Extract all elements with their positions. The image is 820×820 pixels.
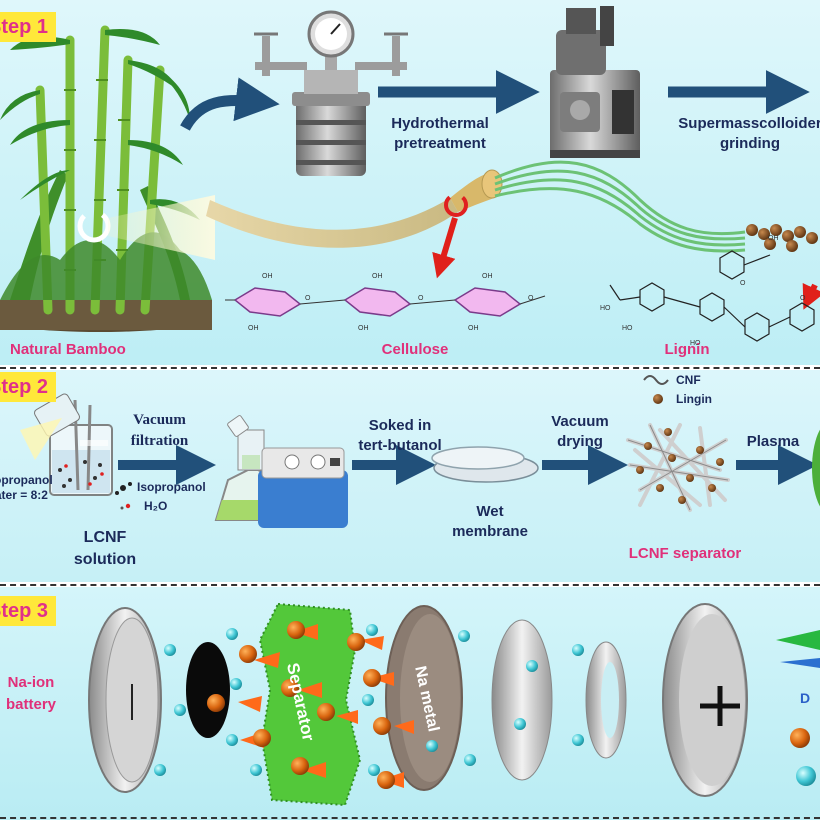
cellulose-structure bbox=[225, 287, 546, 317]
ratio-line2: Water = 8:2 bbox=[0, 488, 48, 502]
cellulose-label: Cellulose bbox=[381, 341, 449, 358]
filtration-illustration bbox=[214, 415, 348, 528]
fiber-illustration bbox=[206, 160, 820, 310]
hydrothermal-label: Hydrothermal pretreatment bbox=[391, 115, 489, 152]
svg-text:OH: OH bbox=[372, 273, 383, 280]
molecule-icons bbox=[115, 482, 132, 510]
svg-text:O: O bbox=[800, 295, 806, 302]
svg-text:OH: OH bbox=[248, 325, 259, 332]
step3-badge: Step 3 bbox=[0, 596, 57, 626]
wet-membrane-label: Wet membrane bbox=[452, 503, 528, 540]
natural-bamboo-label: Natural Bamboo bbox=[10, 341, 126, 358]
beaker-illustration bbox=[20, 393, 113, 496]
battery-exploded-view bbox=[88, 602, 820, 807]
svg-text:HO: HO bbox=[690, 340, 701, 347]
grinding-label: Supermasscolloider grinding bbox=[678, 115, 820, 152]
svg-text:HO: HO bbox=[622, 325, 633, 332]
svg-text:O: O bbox=[528, 295, 534, 302]
battery-label: Na-ion battery bbox=[5, 674, 57, 713]
isopropanol-label: Isopropanol bbox=[137, 480, 206, 494]
ratio-line1: Isopropanol bbox=[0, 473, 53, 487]
separator-network bbox=[626, 423, 730, 512]
cellulose-labels: OH OH OH OH OH OH O O O bbox=[248, 273, 534, 332]
lcnf-solution-label: LCNF solution bbox=[73, 529, 137, 568]
vacuum-drying-label: Vacuum drying bbox=[551, 413, 609, 450]
svg-text:OH: OH bbox=[358, 325, 369, 332]
soaked-label: Soked in tert-butanol bbox=[358, 417, 442, 454]
autoclave-illustration bbox=[254, 10, 408, 176]
membrane-illustration bbox=[431, 446, 539, 483]
bamboo-illustration bbox=[0, 25, 215, 332]
svg-text:HO: HO bbox=[600, 305, 611, 312]
legend-cnf: CNF bbox=[676, 373, 701, 387]
svg-text:O: O bbox=[305, 295, 311, 302]
divider-1 bbox=[0, 367, 820, 369]
plasma-label: Plasma bbox=[746, 433, 800, 450]
plasma-separator bbox=[812, 429, 820, 507]
h2o-label: H₂O bbox=[144, 499, 168, 513]
edge-label: D bbox=[800, 690, 811, 706]
legend-lignin: Lingin bbox=[676, 392, 712, 406]
divider-2 bbox=[0, 584, 820, 586]
lignin-structure bbox=[609, 250, 815, 342]
svg-text:O: O bbox=[740, 280, 746, 287]
lcnf-separator-label: LCNF separator bbox=[628, 545, 742, 562]
svg-text:OH: OH bbox=[768, 235, 779, 242]
legend-markers bbox=[643, 375, 669, 404]
grinder-illustration bbox=[550, 6, 640, 158]
step1-badge: Step 1 bbox=[0, 12, 57, 42]
svg-text:OH: OH bbox=[468, 325, 479, 332]
svg-text:OH: OH bbox=[262, 273, 273, 280]
divider-bottom bbox=[0, 817, 820, 819]
svg-text:OH: OH bbox=[482, 273, 493, 280]
vacuum-filtration-label: Vacuum filtration bbox=[130, 412, 189, 449]
ion-particles bbox=[154, 621, 816, 789]
step2-badge: Step 2 bbox=[0, 372, 57, 402]
svg-text:O: O bbox=[418, 295, 424, 302]
lignin-label: Lignin bbox=[664, 341, 710, 358]
